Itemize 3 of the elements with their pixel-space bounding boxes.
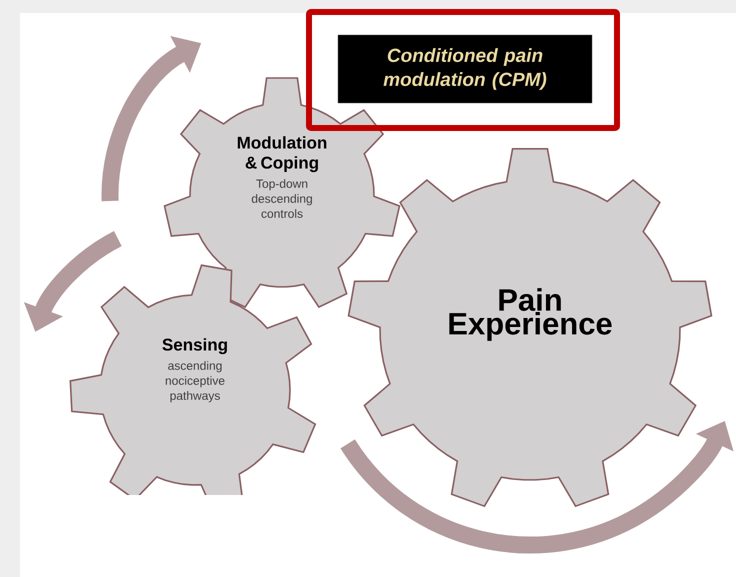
gear: Pain Experience [348, 148, 712, 508]
label-box: Conditioned pain modulation (CPM) [338, 34, 592, 104]
gear: Sensing ascending nociceptive pathways [70, 264, 316, 495]
